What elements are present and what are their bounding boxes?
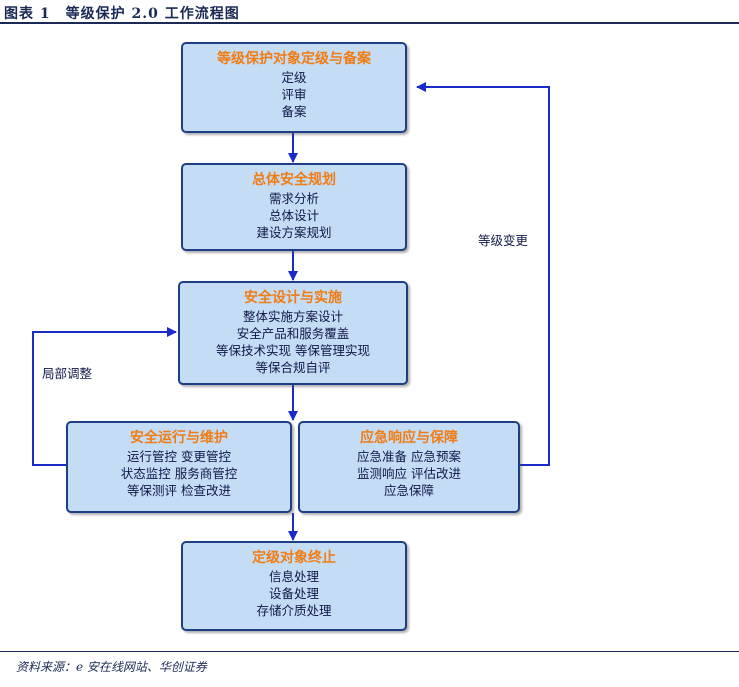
node-line: 备案 (281, 104, 307, 119)
figure-title: 图表 1 等级保护 2.0 工作流程图 (4, 6, 240, 22)
node-line: 整体实施方案设计 (242, 309, 343, 324)
edge-label-local-adjust: 局部调整 (42, 366, 93, 381)
node-line: 等保技术实现 等保管理实现 (216, 343, 370, 358)
node-title: 定级对象终止 (252, 550, 336, 566)
node-line: 需求分析 (268, 191, 319, 206)
node-title: 安全设计与实施 (244, 290, 342, 306)
node-title: 安全运行与维护 (130, 430, 228, 446)
node-line: 状态监控 服务商管控 (120, 466, 238, 481)
node-line: 评审 (281, 87, 307, 102)
source-note: 资料来源：e 安在线网站、华创证券 (16, 660, 207, 674)
node-line: 定级 (281, 70, 307, 85)
node-line: 运行管控 变更管控 (127, 449, 231, 464)
node-line: 监测响应 评估改进 (357, 466, 461, 481)
node-title: 等级保护对象定级与备案 (217, 51, 371, 67)
bottom-divider (0, 651, 739, 652)
node-title: 应急响应与保障 (360, 430, 458, 446)
node-line: 应急保障 (383, 483, 434, 498)
arrow-local-adjust-loop (32, 327, 177, 466)
node-line: 信息处理 (268, 569, 319, 584)
node-line: 设备处理 (268, 586, 319, 601)
top-divider (0, 22, 739, 24)
node-overall-planning: 总体安全规划 需求分析 总体设计 建设方案规划 (181, 163, 407, 251)
node-line: 等保合规自评 (255, 360, 331, 375)
edge-label-grade-change: 等级变更 (478, 233, 529, 248)
node-title: 总体安全规划 (252, 172, 336, 188)
node-line: 等保测评 检查改进 (127, 483, 231, 498)
node-line: 安全产品和服务覆盖 (236, 326, 350, 341)
node-termination: 定级对象终止 信息处理 设备处理 存储介质处理 (181, 541, 407, 631)
node-line: 存储介质处理 (256, 603, 332, 618)
node-line: 应急准备 应急预案 (357, 449, 461, 464)
node-line: 建设方案规划 (256, 225, 332, 240)
node-design-implementation: 安全设计与实施 整体实施方案设计 安全产品和服务覆盖 等保技术实现 等保管理实现… (178, 281, 408, 385)
node-operation-maintenance: 安全运行与维护 运行管控 变更管控 状态监控 服务商管控 等保测评 检查改进 (66, 421, 292, 513)
node-grading-filing: 等级保护对象定级与备案 定级 评审 备案 (181, 42, 407, 133)
arrow-grade-change-loop (416, 82, 550, 466)
node-line: 总体设计 (268, 208, 319, 223)
node-emergency-response: 应急响应与保障 应急准备 应急预案 监测响应 评估改进 应急保障 (298, 421, 520, 513)
